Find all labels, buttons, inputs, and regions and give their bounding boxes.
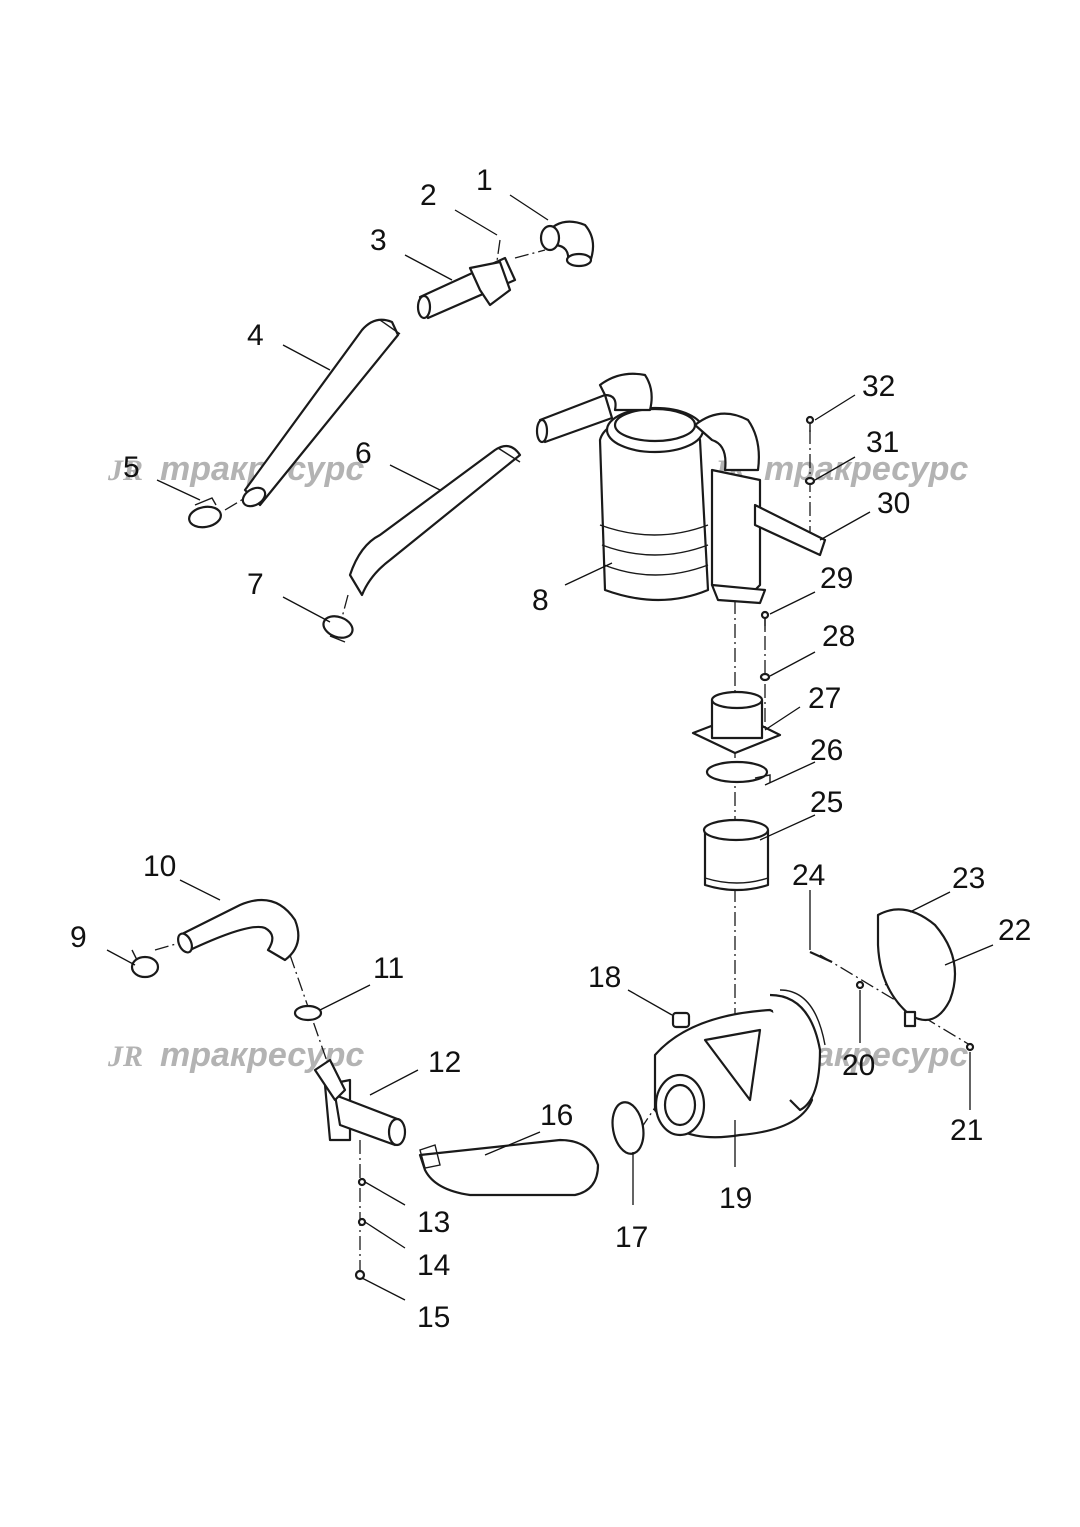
callout-29: 29: [820, 562, 853, 595]
part-flange-27: [691, 690, 782, 755]
callout-16: 16: [540, 1099, 573, 1132]
part-hose-16: [418, 1138, 600, 1197]
part-washer-28: [759, 672, 771, 682]
callout-30: 30: [877, 487, 910, 520]
part-sleeve-25: [702, 818, 770, 892]
watermark-logo: JR: [107, 1040, 143, 1073]
part-clamp-26: [705, 760, 771, 784]
callout-24: 24: [792, 859, 825, 892]
part-clamp-9: [130, 949, 160, 979]
callout-1: 1: [476, 164, 493, 197]
callout-8: 8: [532, 584, 549, 617]
watermark-logo: JR: [107, 454, 143, 487]
callout-4: 4: [247, 319, 264, 352]
part-nut-20: [855, 980, 865, 990]
part-air-filter-8: [535, 372, 827, 605]
callout-10: 10: [143, 850, 176, 883]
part-clamp-5: [188, 497, 222, 529]
callout-5: 5: [123, 451, 140, 484]
callout-22: 22: [998, 914, 1031, 947]
part-washer-31: [804, 476, 816, 486]
watermark-3: JR тракресурс: [107, 1036, 364, 1074]
callout-15: 15: [417, 1301, 450, 1334]
part-bolt-32: [805, 415, 815, 432]
watermark-2: JR тракресурс: [711, 450, 968, 488]
callout-14: 14: [417, 1249, 450, 1282]
callout-numbers: 1 2 3 4 5 6 7 8 9 10 11 12 13 14 15 16 1…: [70, 164, 1031, 1334]
part-elbow-1: [539, 220, 595, 268]
part-hose-4: [241, 318, 401, 508]
callout-32: 32: [862, 370, 895, 403]
callout-2: 2: [420, 179, 437, 212]
part-hose-6: [348, 444, 522, 597]
callout-26: 26: [810, 734, 843, 767]
part-bolt-29: [760, 610, 770, 630]
callout-23: 23: [952, 862, 985, 895]
part-cap-18: [671, 1011, 691, 1029]
part-clamp-7: [322, 615, 354, 643]
callout-12: 12: [428, 1046, 461, 1079]
callout-21: 21: [950, 1114, 983, 1147]
callout-25: 25: [810, 786, 843, 819]
callout-3: 3: [370, 224, 387, 257]
callout-19: 19: [719, 1182, 752, 1215]
part-nut-21: [965, 1042, 975, 1052]
part-pipe-bracket-3: [416, 256, 517, 320]
part-pipe-12: [313, 1058, 407, 1147]
part-filter-housing-19: [653, 989, 826, 1139]
callout-17: 17: [615, 1221, 648, 1254]
part-clamp-17: [611, 1101, 645, 1155]
watermark-1: JR тракресурс: [107, 450, 364, 488]
part-elbow-hose-10: [177, 898, 300, 962]
callout-20: 20: [842, 1049, 875, 1082]
callout-11: 11: [373, 952, 404, 985]
callout-18: 18: [588, 961, 621, 994]
callout-31: 31: [866, 426, 899, 459]
callout-28: 28: [822, 620, 855, 653]
callout-27: 27: [808, 682, 841, 715]
callout-13: 13: [417, 1206, 450, 1239]
callout-6: 6: [355, 437, 372, 470]
watermark-text: тракресурс: [764, 450, 968, 488]
leader-lines: [106, 194, 994, 1301]
callout-7: 7: [247, 568, 264, 601]
part-clamp-11: [293, 1004, 323, 1022]
part-bolt-24: [809, 950, 833, 964]
callout-9: 9: [70, 921, 87, 954]
part-band-23: [876, 908, 957, 1028]
